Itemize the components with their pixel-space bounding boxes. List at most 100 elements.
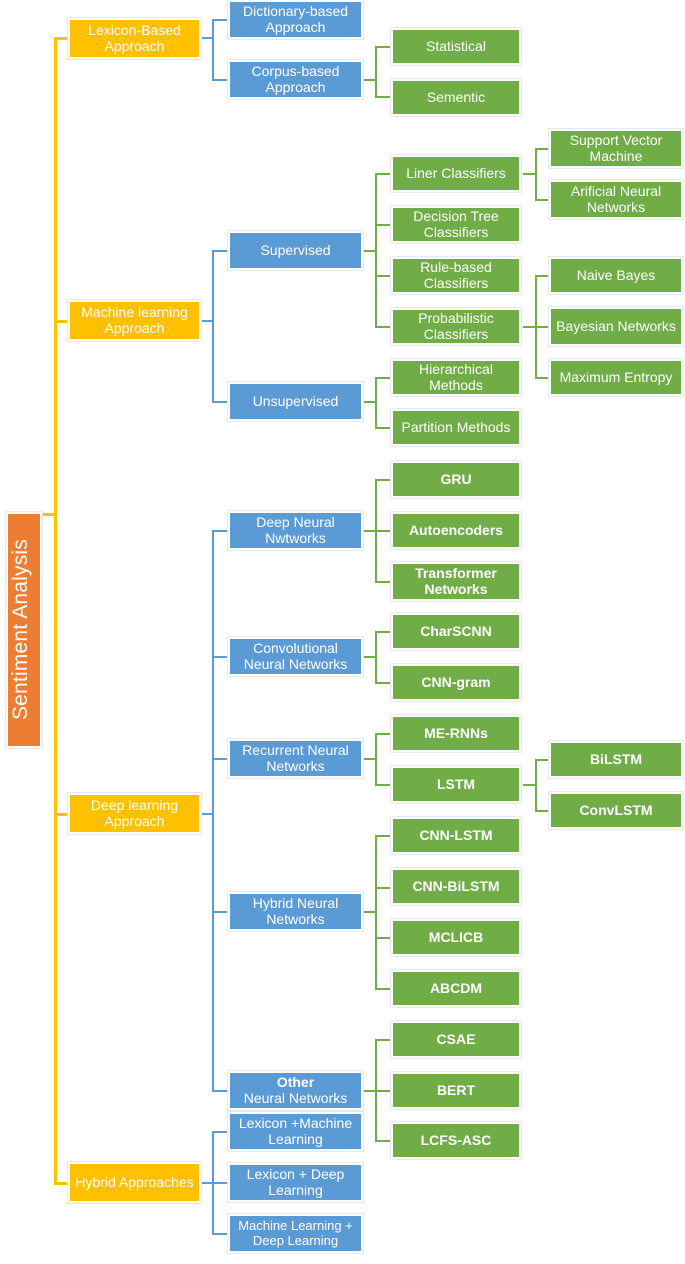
- node-bayesian-networks[interactable]: Bayesian Networks: [549, 307, 683, 346]
- node-rule-based-classifiers[interactable]: Rule-based Classifiers: [391, 257, 521, 294]
- node-label: ABCDM: [429, 979, 483, 996]
- node-me-rnns[interactable]: ME-RNNs: [391, 715, 521, 752]
- node-transformer-networks[interactable]: Transformer Networks: [391, 562, 521, 601]
- connector-corpus-to-statistical: [375, 46, 391, 48]
- connector-cnn-to-cnn-gram: [375, 682, 391, 684]
- node-convlstm[interactable]: ConvLSTM: [549, 792, 683, 829]
- node-label: Autoencoders: [408, 521, 504, 538]
- node-partition-methods[interactable]: Partition Methods: [391, 409, 521, 446]
- connector-dl-to-rnn: [212, 758, 228, 760]
- node-abcdm[interactable]: ABCDM: [391, 970, 521, 1007]
- connector-supervised-to-rule-based: [375, 275, 391, 277]
- node-decision-tree-classifiers[interactable]: Decision Tree Classifiers: [391, 206, 521, 243]
- node-corpus-based-approach[interactable]: Corpus-based Approach: [228, 60, 363, 99]
- connector-liner-to-ann: [535, 199, 549, 201]
- node-sementic[interactable]: Sementic: [391, 79, 521, 116]
- node-label: CSAE: [436, 1030, 476, 1047]
- node-label-bold-part: Other: [276, 1074, 315, 1091]
- node-maximum-entropy[interactable]: Maximum Entropy: [549, 359, 683, 396]
- connector-lstm-to-convlstm: [535, 810, 549, 812]
- node-hybrid-neural-networks[interactable]: Hybrid Neural Networks: [228, 892, 363, 931]
- node-dictionary-based-approach[interactable]: Dictionary-based Approach: [228, 0, 363, 39]
- node-mclicb[interactable]: MCLICB: [391, 919, 521, 956]
- connector-corpus-out: [363, 79, 377, 81]
- node-bert[interactable]: BERT: [391, 1072, 521, 1109]
- node-charscnn[interactable]: CharSCNN: [391, 613, 521, 650]
- node-label-composite: Other Neural Networks: [232, 1075, 359, 1105]
- node-cnn-gram[interactable]: CNN-gram: [391, 664, 521, 701]
- connector-rnn-to-mernns: [375, 733, 391, 735]
- connector-corpus-to-sementic: [375, 96, 391, 98]
- node-label: MCLICB: [428, 928, 484, 945]
- connector-supervised-out: [363, 250, 377, 252]
- node-hierarchical-methods[interactable]: Hierarchical Methods: [391, 359, 521, 396]
- connector-supervised-to-liner: [375, 173, 391, 175]
- node-lexicon-plus-machine-learning[interactable]: Lexicon +Machine Learning: [228, 1112, 363, 1151]
- connector-hybridnn-to-mclicb: [375, 937, 391, 939]
- node-liner-classifiers[interactable]: Liner Classifiers: [391, 155, 521, 192]
- connector-cnn-spine: [375, 631, 377, 683]
- connector-dnn-to-autoencoders: [375, 530, 391, 532]
- root-node-sentiment-analysis[interactable]: Sentiment Analysis: [6, 512, 42, 748]
- connector-lexicon-out: [200, 37, 214, 39]
- connector-dnn-out: [363, 530, 377, 532]
- node-lstm[interactable]: LSTM: [391, 766, 521, 803]
- node-label: BiLSTM: [589, 750, 643, 767]
- connector-probabilistic-to-maxent: [535, 377, 549, 379]
- node-label: Liner Classifiers: [406, 164, 506, 181]
- node-convolutional-neural-networks[interactable]: Convolutional Neural Networks: [228, 637, 363, 676]
- connector-othernn-to-csae: [375, 1039, 391, 1041]
- connector-hybridnn-to-cnn-bilstm: [375, 887, 391, 889]
- node-arificial-neural-networks[interactable]: Arificial Neural Networks: [549, 180, 683, 219]
- node-lexicon-plus-deep-learning[interactable]: Lexicon + Deep Learning: [228, 1163, 363, 1202]
- node-probabilistic-classifiers[interactable]: Probabilistic Classifiers: [391, 308, 521, 345]
- node-autoencoders[interactable]: Autoencoders: [391, 512, 521, 549]
- node-label: Deep Neural Nwtworks: [256, 514, 335, 546]
- node-supervised[interactable]: Supervised: [228, 231, 363, 270]
- node-label: Machine learning Approach: [81, 304, 188, 336]
- node-label: Supervised: [260, 241, 331, 258]
- connector-root-spine: [54, 37, 57, 1185]
- connector-hybridapp-to-lex-ml: [212, 1131, 228, 1133]
- node-support-vector-machine[interactable]: Support Vector Machine: [549, 129, 683, 168]
- node-csae[interactable]: CSAE: [391, 1021, 521, 1058]
- connector-unsupervised-to-partition: [375, 427, 391, 429]
- node-naive-bayes[interactable]: Naive Bayes: [549, 257, 683, 294]
- node-deep-neural-nwtworks[interactable]: Deep Neural Nwtworks: [228, 511, 363, 550]
- connector-lexicon-to-dictionary: [212, 19, 228, 21]
- connector-hybridapp-to-lex-dl: [212, 1182, 228, 1184]
- node-label: Hierarchical Methods: [419, 361, 493, 393]
- node-lexicon-based-approach[interactable]: Lexicon-Based Approach: [68, 18, 201, 59]
- node-machine-learning-approach[interactable]: Machine learning Approach: [68, 300, 201, 341]
- node-label: Deep learning Approach: [90, 797, 179, 829]
- connector-dl-to-cnn: [212, 656, 228, 658]
- node-cnn-bilstm[interactable]: CNN-BiLSTM: [391, 868, 521, 905]
- node-label: Dictionary-based Approach: [242, 3, 349, 35]
- node-unsupervised[interactable]: Unsupervised: [228, 382, 363, 421]
- connector-hybridapp-to-ml-dl: [212, 1233, 228, 1235]
- connector-supervised-to-decision-tree: [375, 224, 391, 226]
- connector-dnn-to-gru: [375, 479, 391, 481]
- node-cnn-lstm[interactable]: CNN-LSTM: [391, 817, 521, 854]
- node-label: Support Vector Machine: [569, 132, 663, 164]
- node-hybrid-approaches[interactable]: Hybrid Approaches: [68, 1162, 201, 1203]
- node-label: CNN-LSTM: [419, 826, 493, 843]
- connector-supervised-spine: [375, 173, 377, 327]
- node-lcfs-asc[interactable]: LCFS-ASC: [391, 1122, 521, 1159]
- node-machine-learning-plus-deep-learning[interactable]: Machine Learning + Deep Learning: [228, 1214, 363, 1253]
- node-bilstm[interactable]: BiLSTM: [549, 741, 683, 778]
- node-label: CNN-gram: [421, 673, 491, 690]
- node-other-neural-networks[interactable]: Other Neural Networks: [228, 1071, 363, 1110]
- connector-lexicon-to-corpus: [212, 79, 228, 81]
- node-gru[interactable]: GRU: [391, 461, 521, 498]
- connector-ml-to-unsupervised: [212, 401, 228, 403]
- connector-unsupervised-to-hierarchical: [375, 377, 391, 379]
- connector-probabilistic-out: [523, 326, 537, 328]
- node-label: Hybrid Neural Networks: [252, 895, 339, 927]
- connector-probabilistic-to-bayesian: [535, 326, 549, 328]
- node-label: Maximum Entropy: [559, 368, 673, 385]
- node-statistical[interactable]: Statistical: [391, 28, 521, 65]
- node-deep-learning-approach[interactable]: Deep learning Approach: [68, 793, 201, 834]
- node-recurrent-neural-networks[interactable]: Recurrent Neural Networks: [228, 739, 363, 778]
